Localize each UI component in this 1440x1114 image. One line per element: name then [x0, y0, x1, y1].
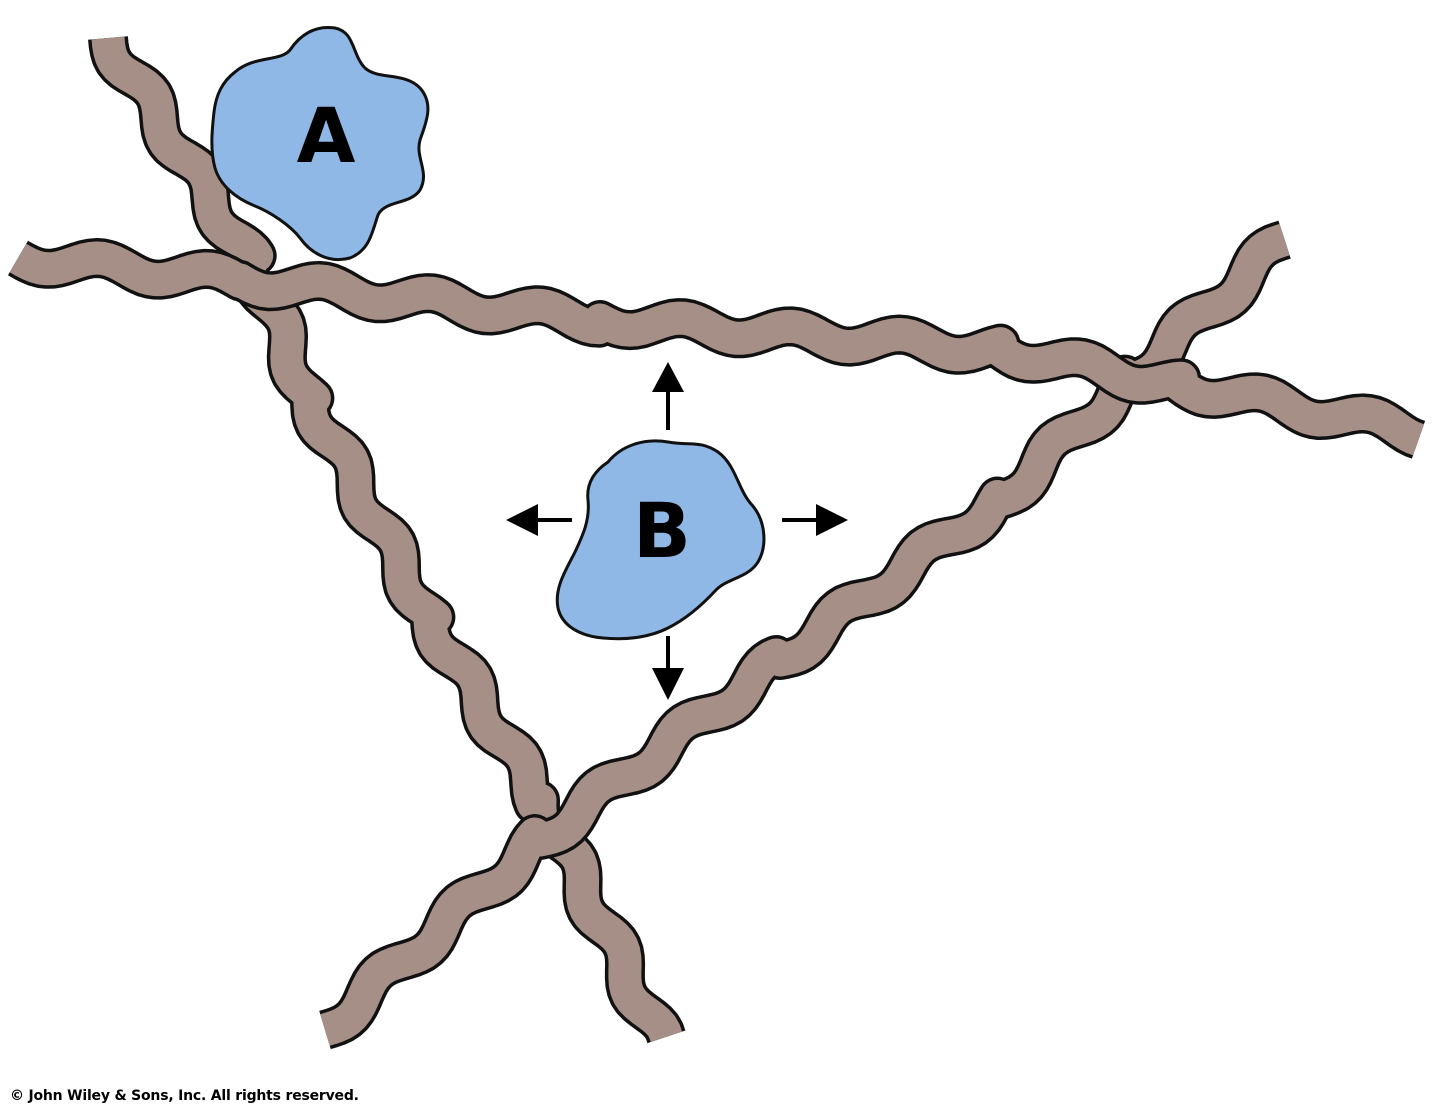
molecule-a: A [210, 25, 430, 261]
copyright-notice: © John Wiley & Sons, Inc. All rights res… [10, 1088, 359, 1104]
molecule-b: B [555, 439, 766, 641]
fiber-horizontal [3, 238, 1433, 459]
fiber-right-diagonal [311, 220, 1299, 1050]
molecule-b-label: B [633, 486, 691, 575]
arrow-down-icon [652, 636, 684, 700]
arrow-up-icon [652, 362, 684, 430]
arrow-left-icon [506, 504, 572, 536]
arrow-right-icon [782, 504, 848, 536]
molecule-b-shape [555, 439, 766, 641]
molecule-a-shape [210, 25, 430, 261]
fiber-left-diagonal [88, 24, 686, 1052]
molecule-a-label: A [297, 91, 356, 180]
